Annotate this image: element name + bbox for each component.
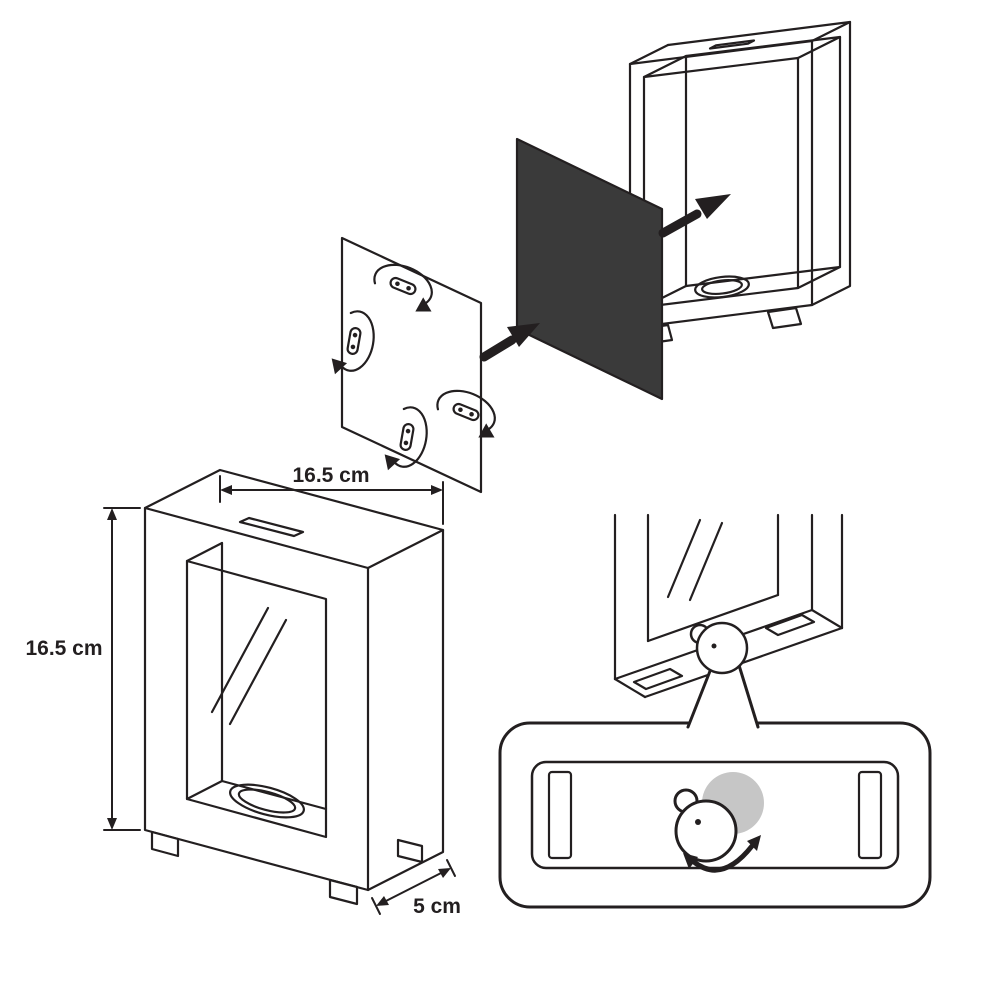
width-dimension: 16.5 cm	[219, 464, 444, 525]
rotation-arrow-icon	[683, 835, 761, 873]
rotation-arrow-icon	[393, 406, 428, 468]
foot	[396, 838, 424, 864]
coin-slot-icon	[708, 39, 756, 50]
backing-panel	[331, 236, 496, 494]
callout-content	[530, 760, 900, 873]
clip-icon	[384, 406, 428, 471]
frame-underside-view	[613, 513, 844, 699]
foot	[766, 306, 803, 330]
rotation-arrow-icon	[436, 389, 496, 431]
latch-icon	[689, 621, 749, 675]
foot	[150, 830, 180, 858]
coin-hole-icon	[694, 275, 750, 299]
rotation-arrow-icon	[373, 263, 433, 305]
frame-front-view	[143, 468, 445, 906]
glass-shine	[210, 606, 270, 714]
depth-dimension-label: 5 cm	[413, 895, 461, 918]
callout-tail	[688, 662, 758, 727]
foot-pad	[764, 613, 816, 637]
glass-shine	[666, 518, 702, 599]
rotation-arrow-icon	[340, 310, 375, 372]
frame-opening	[185, 559, 328, 839]
latch-icon	[673, 788, 738, 863]
glass-shine	[228, 618, 288, 726]
insertion-arrow-icon	[479, 323, 540, 362]
depth-dimension: 5 cm	[371, 859, 461, 918]
coin-hole-icon	[229, 783, 305, 819]
glass-shine	[688, 521, 724, 602]
height-dimension: 16.5 cm	[25, 507, 141, 831]
width-dimension-label: 16.5 cm	[292, 464, 369, 487]
glass-panel-dark	[515, 137, 664, 401]
exploded-assembly-view	[331, 20, 852, 494]
coin-slot-icon	[238, 516, 305, 538]
foot-pad-slot	[857, 770, 883, 860]
foot-pad	[632, 667, 684, 691]
clip-icon	[436, 389, 496, 438]
insertion-arrow-icon	[658, 194, 731, 238]
clip-icon	[373, 263, 433, 312]
frame-bottom-detail	[498, 513, 932, 909]
foot	[328, 878, 359, 906]
clip-icon	[331, 310, 375, 375]
foot-pad-slot	[547, 770, 573, 860]
height-dimension-label: 16.5 cm	[25, 637, 102, 660]
